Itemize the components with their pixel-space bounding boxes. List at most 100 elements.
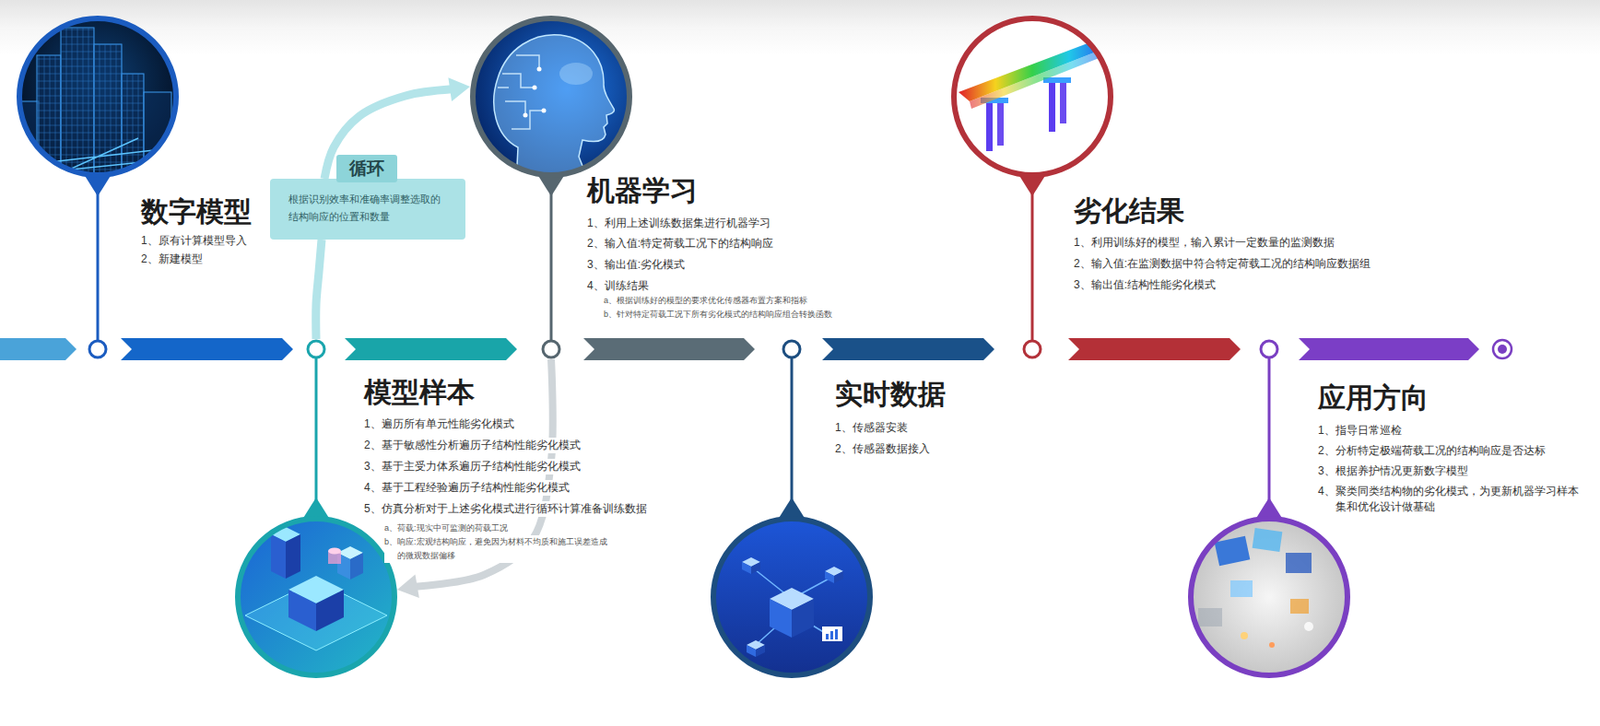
list-item: 3、根据养护情况更新数字模型	[1317, 463, 1469, 480]
list-item: 4、训练结果	[587, 278, 649, 295]
realtime-data-pin	[830, 631, 834, 640]
realtime-data-pin	[751, 562, 761, 575]
machine-learning-pin	[497, 55, 544, 130]
sub-item: b、针对特定荷载工况下所有劣化模式的结构响应组合转换函数	[603, 307, 833, 322]
degradation-result-pin	[953, 18, 1111, 176]
realtime-data-pin	[741, 562, 752, 575]
digital-model-pin	[16, 18, 179, 358]
loop-box: 循环根据识别效率和准确率调整选取的结构响应的位置和数量	[270, 178, 466, 240]
model-sample-pin	[288, 589, 317, 632]
application-pin	[1269, 642, 1275, 648]
list-item: 5、仿真分析对于上述劣化模式进行循环计算准备训练数据	[364, 501, 648, 518]
list-item: 4、基于工程经验遍历子结构性能劣化模式	[364, 480, 570, 496]
digital-model-pin	[96, 184, 100, 341]
realtime-data-pin	[825, 634, 829, 640]
degradation-result-pin	[1059, 77, 1067, 124]
list-item: 1、传感器安装	[835, 420, 908, 436]
model-sample-pin	[237, 518, 395, 676]
timeline-band	[1068, 338, 1241, 361]
application-pin	[1268, 358, 1271, 509]
list-item: 3、基于主受力体系遍历子结构性能劣化模式	[364, 458, 581, 475]
realtime-data-pin	[741, 557, 844, 658]
model-sample-pin	[237, 518, 395, 676]
application-pin	[1230, 580, 1253, 598]
application-pin	[1198, 608, 1223, 627]
machine-learning-pin	[537, 67, 542, 72]
list-item: 2、输入值:特定荷载工况下的结构响应	[587, 235, 774, 252]
stage-pin: 模型样本1、遍历所有单元性能劣化模式2、基于敏感性分析遍历子结构性能劣化模式3、…	[235, 339, 398, 679]
stage-pin: 机器学习1、利用上述训练数据集进行机器学习2、输入值:特定荷载工况下的结构响应3…	[470, 15, 633, 360]
machine-learning-pin	[472, 18, 630, 176]
list-item: 1、利用上述训练数据集进行机器学习	[587, 215, 771, 232]
model-sample-pin	[350, 552, 364, 580]
machine-learning-pin	[559, 62, 593, 85]
realtime-data-pin	[783, 341, 800, 358]
model-sample-pin	[285, 534, 301, 579]
list-item: 1、利用训练好的模型，输入累计一定数量的监测数据	[1073, 235, 1335, 251]
list-item: 2、新建模型	[141, 251, 203, 268]
list-item: 3、输出值:结构性能劣化模式	[1073, 277, 1216, 294]
model-sample-pin	[245, 527, 388, 651]
digital-model-pin	[94, 44, 122, 183]
model-sample-pin	[315, 358, 318, 509]
timeline-end-marker	[1493, 340, 1512, 359]
timeline-end-marker	[1493, 340, 1512, 359]
realtime-data-pin	[751, 566, 835, 646]
application-pin	[1290, 599, 1309, 614]
sub-item: a、荷载:现实中可监测的荷载工况	[384, 521, 508, 536]
model-sample-pin	[316, 589, 344, 632]
realtime-data-pin	[713, 518, 871, 676]
stage-heading: 应用方向	[1317, 381, 1429, 415]
timeline-band	[0, 338, 1480, 361]
degradation-result-pin	[953, 18, 1111, 176]
list-item: 2、输入值:在监测数据中符合特定荷载工况的结构响应数据组	[1073, 256, 1371, 272]
stage-list: 1、利用上述训练数据集进行机器学习 2、输入值:特定荷载工况下的结构响应 3、输出值…	[587, 215, 864, 322]
model-sample-pin	[270, 534, 286, 579]
realtime-data-pin	[791, 599, 814, 638]
degradation-result-pin	[1031, 184, 1035, 341]
list-item: 3、输出值:劣化模式	[587, 257, 685, 273]
stage-pin: 劣化结果1、利用训练好的模型，输入累计一定数量的监测数据2、输入值:在监测数据中…	[951, 15, 1114, 360]
cycle-arrow-line	[316, 239, 322, 340]
timeline-band	[822, 338, 995, 361]
timeline-band	[120, 338, 294, 361]
application-pin	[1240, 632, 1248, 640]
stage-pin: 数字模型1、原有计算模型导入2、新建模型	[16, 15, 179, 360]
loop-title: 循环	[336, 154, 398, 183]
stage-heading: 实时数据	[835, 377, 946, 412]
stage-pin: 应用方向1、指导日常巡检2、分析特定极端荷载工况的结构响应是否达标3、根据养护情…	[1188, 339, 1351, 679]
stage-list: 1、利用训练好的模型，输入累计一定数量的监测数据 2、输入值:在监测数据中符合特定…	[1073, 235, 1406, 294]
degradation-result-pin	[958, 40, 1106, 152]
degradation-result-pin	[997, 99, 1004, 146]
model-sample-pin	[307, 341, 325, 358]
list-item: 2、分析特定极端荷载工况的结构响应是否达标	[1317, 443, 1546, 459]
timeline-band	[0, 338, 77, 361]
timeline-band	[344, 338, 518, 361]
stage-heading: 数字模型	[141, 195, 252, 229]
stage-pin: 实时数据1、传感器安装2、传感器数据接入	[710, 339, 873, 679]
stage-list: 1、指导日常巡检2、分析特定极端荷载工况的结构响应是否达标3、根据养护情况更新数…	[1317, 423, 1584, 516]
machine-learning-pin	[523, 113, 529, 118]
arrow-head	[447, 77, 471, 102]
stage-heading: 模型样本	[364, 376, 475, 410]
sub-item: b、响应:宏观结构响应，避免因为材料不均质和施工误差造成的微观数据偏移	[384, 535, 612, 564]
application-pin	[1260, 341, 1278, 358]
degradation-result-pin	[1048, 81, 1056, 132]
arrow-head	[397, 574, 420, 599]
stage-heading: 劣化结果	[1073, 194, 1185, 228]
application-pin	[1190, 518, 1348, 676]
realtime-data-pin	[769, 599, 792, 638]
realtime-data-pin	[746, 645, 756, 658]
timeline-end-marker	[1497, 344, 1507, 354]
realtime-data-pin	[755, 645, 765, 658]
list-item: 2、传感器数据接入	[835, 441, 930, 458]
application-pin	[1252, 528, 1283, 553]
list-item: 1、原有计算模型导入	[141, 233, 248, 249]
model-sample-pin	[328, 548, 342, 555]
machine-learning-pin	[550, 184, 553, 341]
digital-model-pin	[19, 18, 177, 176]
machine-learning-pin	[541, 108, 547, 114]
stage-list: 1、传感器安装 2、传感器数据接入	[835, 420, 1020, 458]
